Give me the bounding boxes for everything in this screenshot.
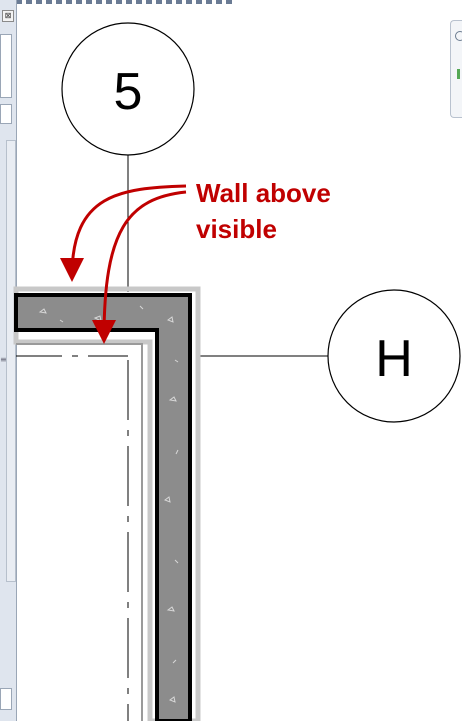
annotation-line-1: Wall above — [196, 178, 331, 208]
properties-panel: ⊠ ≡ — [0, 0, 17, 721]
toolbar-strip — [16, 0, 236, 4]
wall-above-outline[interactable] — [16, 343, 143, 721]
zoom-icon[interactable] — [457, 69, 460, 79]
wall-corner[interactable] — [13, 286, 201, 721]
grip-icon[interactable]: ≡ — [0, 355, 7, 364]
annotation-arrows — [60, 184, 187, 344]
annotation-line-2: visible — [196, 214, 277, 244]
panel-close-icon[interactable]: ⊠ — [2, 10, 14, 22]
grid-label-5: 5 — [114, 63, 143, 121]
steering-wheel-icon[interactable] — [455, 31, 462, 41]
panel-dropdown[interactable] — [0, 34, 12, 98]
grid-bubble-h[interactable]: H — [327, 289, 461, 423]
grid-label-h: H — [375, 330, 413, 388]
grid-bubble-5[interactable]: 5 — [61, 22, 195, 156]
panel-field[interactable] — [0, 104, 12, 124]
navigation-bar[interactable] — [450, 20, 462, 118]
panel-apply-field[interactable] — [0, 688, 12, 710]
panel-scrollbar[interactable] — [6, 140, 16, 582]
